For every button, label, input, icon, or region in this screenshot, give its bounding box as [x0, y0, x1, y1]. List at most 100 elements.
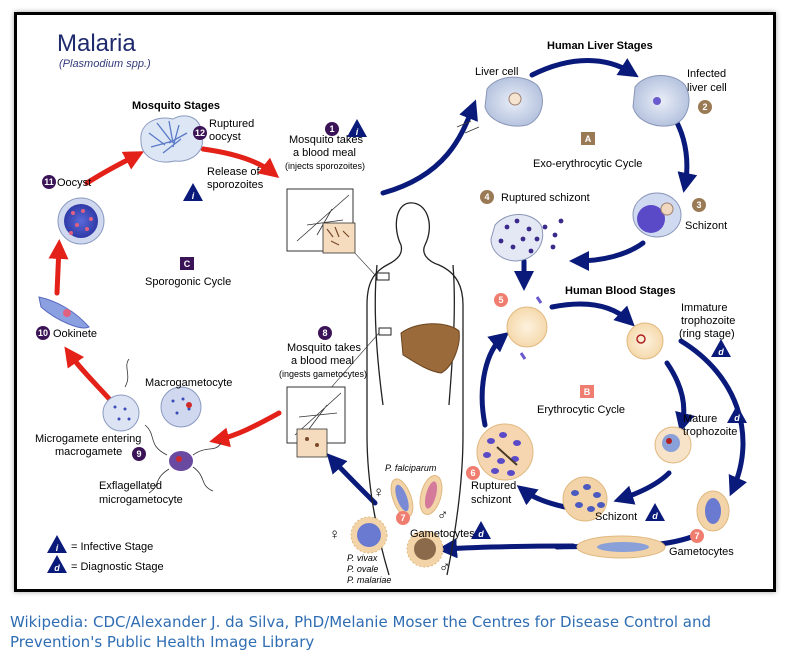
label-gametocytes-right: Gametocytes: [669, 546, 734, 558]
svg-text:6: 6: [470, 468, 475, 478]
ruptured-oocyst: [140, 115, 203, 163]
label-s1-line3: (injects sporozoites): [285, 161, 365, 171]
label-mature: Mature: [683, 413, 717, 425]
arrow-to-mosquito: [326, 453, 378, 506]
legend-diagnostic-label: = Diagnostic Stage: [71, 561, 164, 573]
vivax-gametocytes: [350, 516, 444, 568]
svg-text:4: 4: [484, 192, 489, 202]
label-s8-line1: Mosquito takes: [287, 342, 361, 354]
step-badge-12: 12: [193, 126, 207, 140]
female-symbol-bottom: ♀: [329, 526, 340, 543]
malaria-life-cycle-diagram: Malaria (Plasmodium spp.) Mosquito Stage…: [35, 30, 748, 585]
arm-band-bottom: [378, 327, 392, 336]
step-badge-3: 3: [692, 198, 706, 212]
arrow-ingest-gametes: [209, 410, 282, 448]
label-p-vivax: P. vivax: [347, 553, 378, 563]
svg-text:10: 10: [38, 328, 48, 338]
section-blood-stages: Human Blood Stages: [565, 285, 676, 297]
arrow-infected-schizont: [672, 116, 698, 193]
label-mature-trophozoite: trophozoite: [683, 426, 737, 438]
diagnostic-triangle-ring: d: [711, 339, 731, 357]
svg-text:1: 1: [329, 124, 334, 134]
label-blood-schizont: Schizont: [595, 511, 637, 523]
male-symbol-bottom: ♂: [439, 559, 450, 576]
liver-schizont: [632, 192, 682, 238]
label-p-falciparum: P. falciparum: [385, 463, 437, 473]
label-microgamete-1: Microgamete entering: [35, 433, 141, 445]
cycle-badge-a: A: [581, 132, 595, 145]
diagnostic-triangle-gametocytes: d: [471, 521, 491, 539]
label-s8-line2: a blood meal: [291, 355, 354, 367]
ookinete: [38, 296, 90, 329]
label-ring-stage: (ring stage): [679, 328, 735, 340]
section-mosquito-stages: Mosquito Stages: [132, 100, 220, 112]
arrow-oocyst-ruptured: [84, 151, 145, 186]
step-badge-11: 11: [42, 175, 56, 189]
arrow-to-gametocytes: [437, 538, 576, 559]
gametocyte-right: [696, 490, 730, 532]
legend: i d = Infective Stage = Diagnostic Stage: [47, 535, 164, 573]
diagram-title: Malaria: [57, 30, 136, 57]
arrow-liver-infected: [529, 58, 639, 78]
label-infected: Infected: [687, 68, 726, 80]
mature-trophozoite-cell: [654, 426, 692, 464]
arrow-oocyst-mosquito: [200, 146, 280, 179]
blood-schizont-cell: [562, 476, 608, 522]
cycle-badge-c: C: [180, 257, 194, 270]
svg-text:i: i: [356, 127, 359, 137]
svg-text:12: 12: [195, 128, 205, 138]
arrow-zygote-ookinete: [64, 346, 116, 406]
label-release-1: Release of: [207, 166, 261, 178]
cycle-badge-b: B: [580, 385, 594, 398]
label-erythrocytic: Erythrocytic Cycle: [537, 404, 625, 416]
step-badge-10: 10: [36, 326, 50, 340]
label-exflagellated-1: Exflagellated: [99, 480, 162, 492]
label-p-malariae: P. malariae: [347, 575, 391, 585]
svg-text:d: d: [718, 347, 724, 357]
mosquito-bite-bottom: [286, 386, 346, 458]
step-badge-5: 5: [494, 293, 508, 307]
arm-band-top: [376, 272, 390, 281]
diagram-subtitle: (Plasmodium spp.): [59, 58, 151, 70]
svg-text:7: 7: [400, 513, 405, 523]
mosquito-bite-top: [286, 188, 356, 254]
svg-text:d: d: [478, 529, 484, 539]
svg-text:11: 11: [44, 177, 54, 187]
liver-organ: [400, 323, 460, 374]
arrow-ookinete-oocyst: [48, 239, 69, 296]
label-microgamete-2: macrogamete: [55, 446, 122, 458]
arrow-schizont-ruptured: [569, 240, 646, 271]
legend-infective-icon: [47, 535, 67, 553]
label-release-2: sporozoites: [207, 179, 264, 191]
svg-text:d: d: [734, 413, 740, 423]
label-immature: Immature: [681, 302, 727, 314]
arrow-ring: [549, 301, 635, 327]
label-ookinete: Ookinete: [53, 328, 97, 340]
infective-triangle-1: i: [347, 119, 367, 137]
step-badge-9: 9: [132, 447, 146, 461]
svg-text:i: i: [192, 191, 195, 201]
human-cycle-arrows: [326, 58, 748, 559]
infected-liver-cell: [632, 75, 690, 127]
label-s1-line1: Mosquito takes: [289, 134, 363, 146]
label-exflagellated-2: microgametocyte: [99, 494, 183, 506]
step-badge-4: 4: [480, 190, 494, 204]
liver-cell: [456, 76, 543, 134]
label-p-ovale: P. ovale: [347, 564, 378, 574]
svg-text:d: d: [54, 563, 60, 573]
ruptured-liver-schizont: [490, 214, 564, 262]
diagnostic-triangle-mature: d: [727, 405, 747, 423]
label-liver-cell: Liver cell: [475, 66, 518, 78]
label-oocyst: Oocyst: [57, 177, 91, 189]
arrow-ruptured-blood-schizont: [516, 485, 568, 510]
diagnostic-triangle-schizont: d: [645, 503, 665, 521]
macrogametocyte: [160, 386, 202, 428]
svg-text:9: 9: [136, 449, 141, 459]
male-symbol-top: ♂: [437, 507, 448, 524]
label-exo-erythrocytic: Exo-erythrocytic Cycle: [533, 158, 642, 170]
label-sporogonic: Sporogonic Cycle: [145, 276, 231, 288]
section-liver-stages: Human Liver Stages: [547, 40, 653, 52]
step-badge-7-left: 7: [396, 511, 410, 525]
label-infected-liver-cell: liver cell: [687, 82, 727, 94]
arrow-merozoites-return: [479, 331, 510, 428]
